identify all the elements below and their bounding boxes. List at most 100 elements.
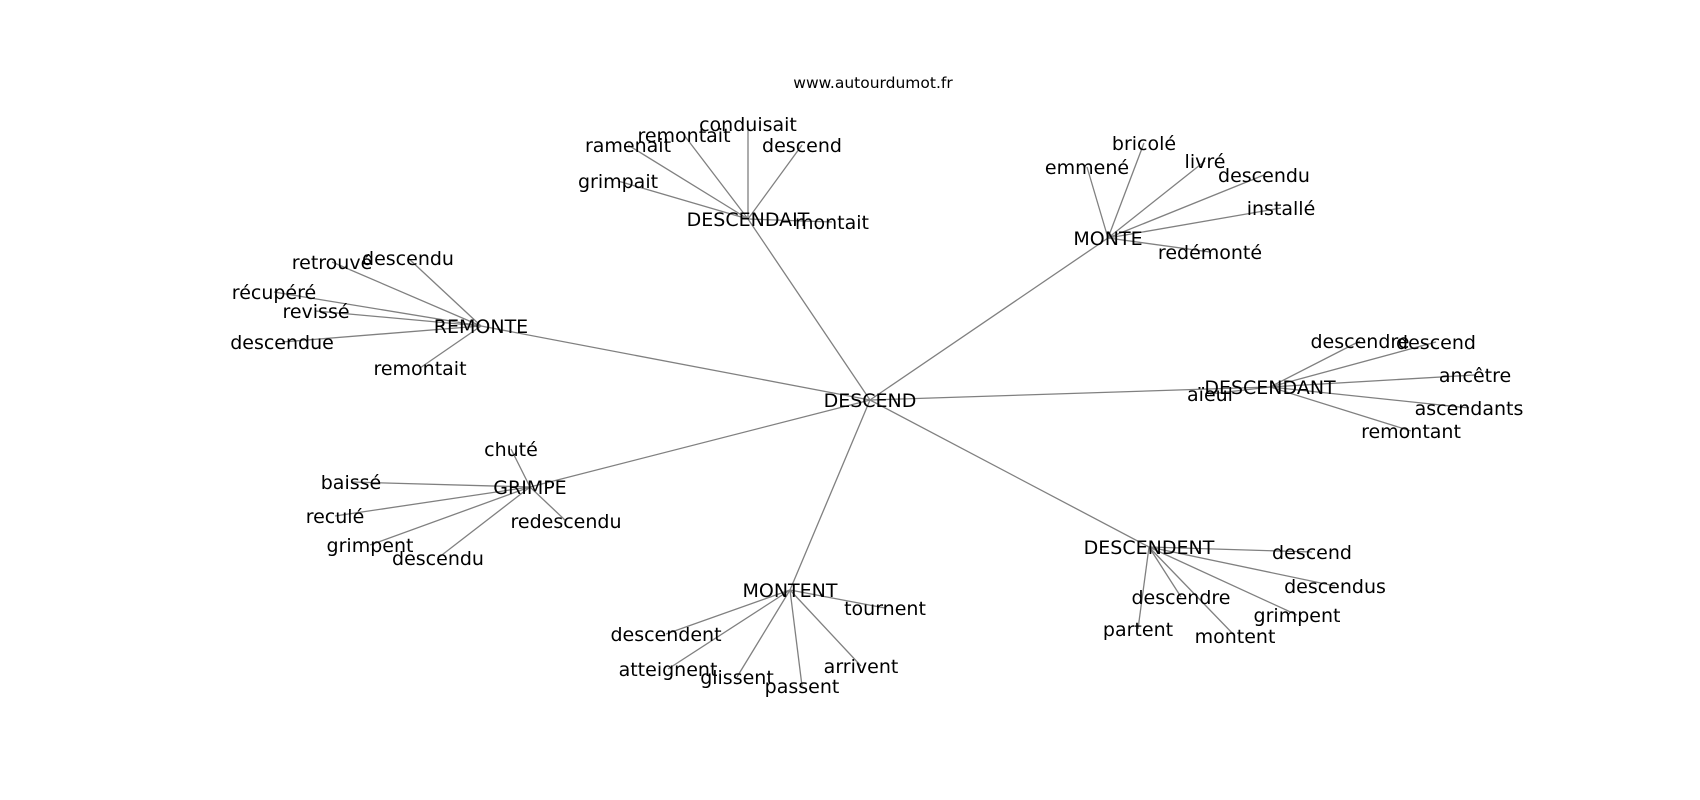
edge-hub-to-leaf [789, 589, 803, 687]
leaf-node-label: remontant [1361, 421, 1461, 443]
leaf-node-label: baissé [321, 472, 381, 494]
leaf-node-label: descend [1272, 542, 1352, 564]
leaf-node-label: conduisait [699, 114, 797, 136]
leaf-node-label: redescendu [510, 511, 621, 533]
leaf-node-label: ascendants [1415, 398, 1524, 420]
source-watermark: www.autourdumot.fr [793, 74, 953, 92]
leaf-node-label: livré [1185, 151, 1226, 173]
edge-hub-to-leaf [789, 589, 886, 609]
edge-hub-to-leaf [789, 589, 862, 667]
hub-node-label: REMONTE [434, 316, 528, 338]
edge-hub-to-leaf [1107, 174, 1265, 239]
edge-center-to-hub [869, 237, 1109, 401]
leaf-node-label: montait [795, 212, 869, 234]
leaf-node-label: montent [1195, 626, 1276, 648]
leaf-node-label: remontait [637, 125, 730, 147]
leaf-node-label: reculé [306, 506, 365, 528]
leaf-node-label: grimpent [327, 535, 414, 557]
edge-hub-to-leaf [529, 486, 567, 522]
edge-center-to-hub [529, 399, 871, 488]
leaf-node-label: descendu [392, 548, 484, 570]
leaf-node-label: descendus [1284, 576, 1386, 598]
edge-hub-to-leaf [665, 589, 791, 635]
edge-hub-to-leaf [617, 180, 749, 220]
leaf-node-label: remontait [373, 358, 466, 380]
edge-hub-to-leaf [736, 589, 791, 678]
edge-center-to-hub [789, 399, 871, 591]
edge-hub-to-leaf [1148, 546, 1298, 616]
edge-hub-to-leaf [1107, 160, 1206, 239]
hub-node-label: GRIMPE [493, 477, 566, 499]
edge-hub-to-leaf [510, 448, 531, 488]
leaf-node-label: descendent [610, 624, 721, 646]
leaf-node-label: chuté [484, 439, 538, 461]
edge-hub-to-leaf [281, 325, 482, 343]
leaf-node-label: grimpait [578, 171, 658, 193]
edge-hub-to-leaf [627, 144, 749, 220]
edge-hub-to-leaf [1269, 374, 1476, 388]
edge-hub-to-leaf [437, 486, 531, 559]
hub-node-label: MONTE [1073, 228, 1142, 250]
leaf-node-label: grimpent [1254, 605, 1341, 627]
edge-hub-to-leaf [1269, 386, 1412, 432]
leaf-node-label: descend [762, 135, 842, 157]
leaf-node-label: passent [765, 676, 840, 698]
edge-hub-to-leaf [747, 218, 833, 223]
edge-hub-to-leaf [1148, 546, 1336, 587]
edge-hub-to-leaf [407, 257, 482, 327]
leaf-node-label: partent [1103, 619, 1173, 641]
edge-hub-to-leaf [1209, 386, 1271, 395]
edge-hub-to-leaf [1107, 142, 1145, 239]
leaf-node-label: descendu [1218, 165, 1310, 187]
edge-hub-to-leaf [667, 589, 791, 670]
edge-hub-to-leaf [273, 291, 482, 327]
edge-hub-to-leaf [1269, 340, 1361, 388]
edge-hub-to-leaf [1148, 546, 1236, 637]
leaf-node-label: atteignent [619, 659, 718, 681]
leaf-node-label: descendre [1132, 587, 1231, 609]
edge-hub-to-leaf [1086, 166, 1109, 239]
leaf-node-label: récupéré [232, 282, 316, 304]
leaf-node-label: descendre [1311, 331, 1410, 353]
leaf-node-label: revissé [282, 301, 349, 323]
edge-hub-to-leaf [350, 481, 531, 488]
edge-hub-to-leaf [1107, 237, 1211, 253]
leaf-node-label: descendu [362, 248, 454, 270]
edge-center-to-hub [869, 399, 1150, 548]
hub-node-label: DESCENDANT [1204, 377, 1336, 399]
leaf-node-label: emmené [1045, 157, 1129, 179]
edge-hub-to-leaf [331, 261, 482, 327]
edge-hub-to-leaf [747, 144, 803, 220]
edge-hub-to-leaf [683, 134, 749, 220]
leaf-node-label: glissent [700, 667, 774, 689]
leaf-node-label: descendue [230, 332, 334, 354]
edge-hub-to-leaf [334, 486, 531, 517]
edge-hub-to-leaf [369, 486, 531, 546]
center-node-label: DESCEND [824, 390, 917, 412]
leaf-node-label: aïeul [1187, 384, 1233, 406]
hub-node-label: MONTENT [743, 580, 838, 602]
leaf-node-label: ancêtre [1439, 365, 1511, 387]
edge-hub-to-leaf [315, 310, 482, 327]
edge-center-to-hub [747, 218, 871, 401]
leaf-node-label: bricolé [1112, 133, 1176, 155]
edge-hub-to-leaf [1107, 207, 1282, 239]
leaf-node-label: ramenait [585, 135, 671, 157]
leaf-node-label: descend [1396, 332, 1476, 354]
edge-hub-to-leaf [1269, 341, 1437, 388]
leaf-node-label: arrivent [824, 656, 899, 678]
graph-edges [273, 124, 1476, 687]
graph-labels: DESCENDDESCENDAITconduisaitremontaitrame… [230, 114, 1523, 698]
edge-hub-to-leaf [1148, 546, 1313, 553]
edge-hub-to-leaf [419, 325, 482, 369]
leaf-node-label: retrouvé [292, 252, 373, 274]
edge-hub-to-leaf [1137, 546, 1150, 630]
edge-hub-to-leaf [1269, 386, 1470, 409]
leaf-node-label: redémonté [1158, 242, 1262, 264]
edge-center-to-hub [869, 386, 1271, 401]
leaf-node-label: tournent [844, 598, 926, 620]
hub-node-label: DESCENDENT [1084, 537, 1215, 559]
hub-node-label: DESCENDAIT [687, 209, 810, 231]
leaf-node-label: installé [1247, 198, 1316, 220]
